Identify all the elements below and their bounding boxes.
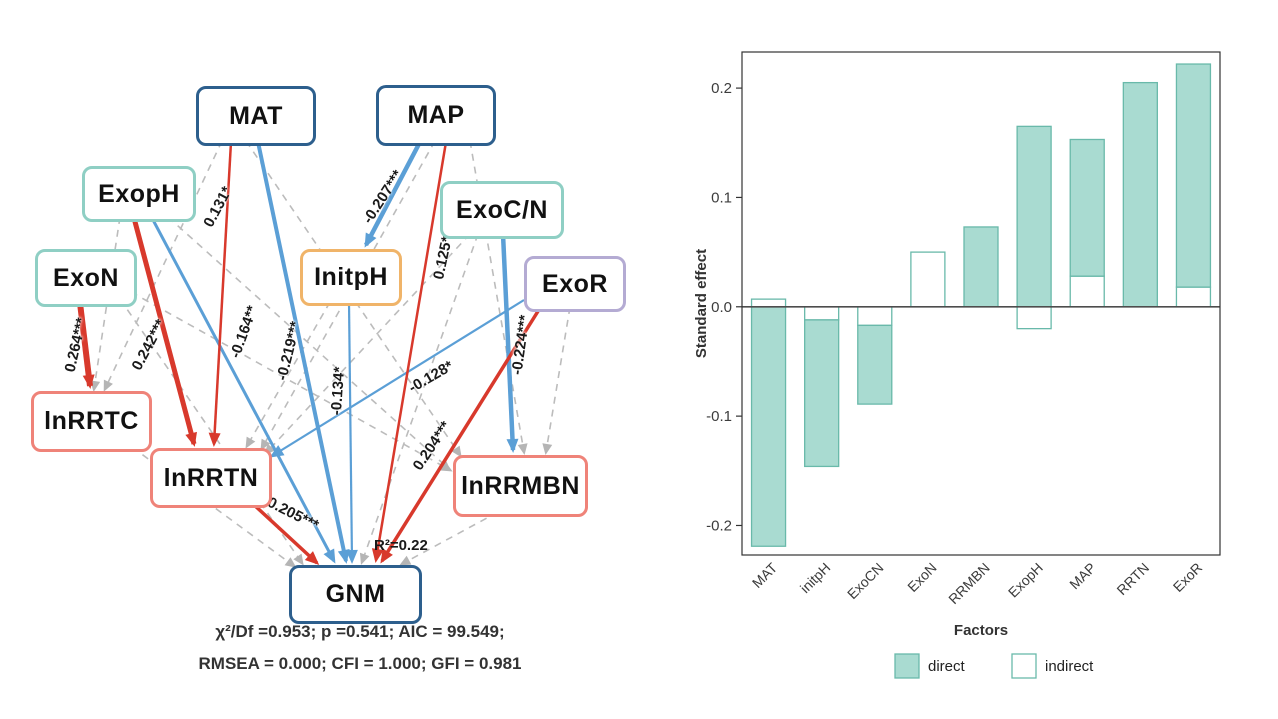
y-tick-label: 0.2 [711,80,732,97]
svg-text:initpH: initpH [797,559,834,596]
x-tick-label-RRMBN: RRMBN [945,559,993,607]
bar-direct-MAP [1069,138,1105,277]
path-mat-gnm [256,141,350,564]
path-ns-lnrrmbn-gnm [399,511,499,566]
path-mat-lnrrtn [208,141,233,447]
path-ns-exocn-lnrrtn [263,233,471,456]
path-ns-exoph-lnrrtc [90,216,121,392]
bar-direct-RRMBN [963,226,999,308]
bar-direct-initpH [804,319,840,468]
path-ns-mat-lnrrmbn [245,140,462,458]
path-ns-initph-lnrrtn [245,301,331,449]
svg-text:MAT: MAT [749,559,781,591]
bar-indirect-ExopH [1016,306,1052,330]
bar-indirect-MAT [750,298,787,308]
node-gnm-label: GNM [325,580,386,608]
x-tick-label-initpH: initpH [797,559,834,596]
node-lnrrtn: lnRRTN [150,448,272,508]
sem-paths-layer [77,140,571,568]
y-tick-label: 0.1 [711,189,732,206]
bar-direct-ExoCN [857,324,893,405]
path-exon-lnrrtc [77,302,95,389]
path-initph-gnm [345,301,358,564]
svg-text:RRMBN: RRMBN [945,559,993,607]
bar-direct-ExoR [1175,63,1212,288]
node-lnrrtc-label: lnRRTC [44,407,139,435]
x-tick-label-ExopH: ExopH [1005,559,1046,600]
node-exocn-label: ExoC/N [456,195,548,224]
y-tick-label: -0.1 [706,408,732,425]
x-tick-label-ExoR: ExoR [1170,559,1206,595]
node-map-label: MAP [407,101,465,129]
node-map: MAP [376,85,496,146]
svg-text:MAP: MAP [1066,559,1099,592]
path-ns-mat-lnrrtc [103,140,223,392]
bar-indirect-MAP [1069,275,1105,308]
node-exoph-label: ExopH [98,179,180,208]
x-tick-label-ExoN: ExoN [904,559,940,595]
path-exor-lnrrtn [269,299,525,458]
y-tick-label: 0.0 [711,299,732,316]
node-exor: ExoR [524,256,626,312]
bar-indirect-initpH [804,306,840,321]
path-exoph-gnm [150,217,336,564]
x-tick-label-MAT: MAT [749,559,781,591]
legend-swatch-direct [894,653,920,679]
svg-text:RRTN: RRTN [1113,559,1152,598]
node-mat-label: MAT [229,101,283,130]
x-tick-label-MAP: MAP [1066,559,1099,592]
svg-text:ExoN: ExoN [904,559,940,595]
path-ns-exocn-gnm [359,233,479,565]
svg-text:Standard effect: Standard effect [693,249,710,358]
node-gnm: GNM [289,565,422,624]
fit-stats-line-2: RMSEA = 0.000; CFI = 1.000; GFI = 0.981 [198,654,522,673]
legend-label-direct: direct [928,658,966,675]
node-initph: InitpH [300,249,402,306]
node-exon-label: ExoN [53,263,119,292]
legend-label-indirect: indirect [1045,658,1094,675]
x-tick-label-ExoCN: ExoCN [844,559,887,602]
x-tick-label-RRTN: RRTN [1113,559,1152,598]
node-initph-label: InitpH [314,263,388,291]
node-exor-label: ExoR [542,269,608,298]
path-ns-exon-gnm [119,298,304,566]
node-lnrrtn-label: lnRRTN [163,463,259,492]
svg-text:ExopH: ExopH [1005,559,1046,600]
path-lnrrtn-gnm [250,501,320,566]
node-lnrrmbn-label: lnRRMBN [461,471,580,500]
bar-indirect-ExoR [1175,286,1212,308]
path-map-gnm [371,141,448,563]
path-ns-exor-lnrrmbn [542,306,571,455]
bar-indirect-ExoCN [857,306,893,327]
path-ns-map-lnrrtn [260,140,436,451]
fit-stats-line-1: χ²/Df =0.953; p =0.541; AIC = 99.549; [215,622,505,641]
x-axis-title: Factors [954,622,1008,639]
legend-swatch-indirect [1011,653,1037,679]
path-ns-exoph-lnrrmbn [167,216,451,471]
node-lnrrtc: lnRRTC [31,391,152,452]
path-exoph-lnrrtn [131,217,197,447]
node-exoph: ExopH [82,166,196,222]
path-exor-gnm [380,307,542,564]
y-tick-label: -0.2 [706,517,732,534]
bar-direct-ExopH [1016,125,1052,308]
path-map-initph [364,140,422,248]
node-exocn: ExoC/N [440,181,564,239]
bar-direct-RRTN [1122,81,1158,308]
coef-initph-gnm: -0.134* [327,366,349,416]
path-exocn-lnrrmbn [500,233,519,453]
node-mat: MAT [196,86,316,146]
node-exon: ExoN [35,249,137,307]
y-axis-title: Standard effect [693,249,710,358]
bar-indirect-ExoN [910,251,946,308]
svg-text:ExoR: ExoR [1170,559,1206,595]
svg-text:ExoCN: ExoCN [844,559,887,602]
plot-border [741,51,1221,556]
r-squared-label: R²=0.22 [374,537,428,554]
bar-direct-MAT [750,306,787,547]
node-lnrrmbn: lnRRMBN [453,455,588,517]
